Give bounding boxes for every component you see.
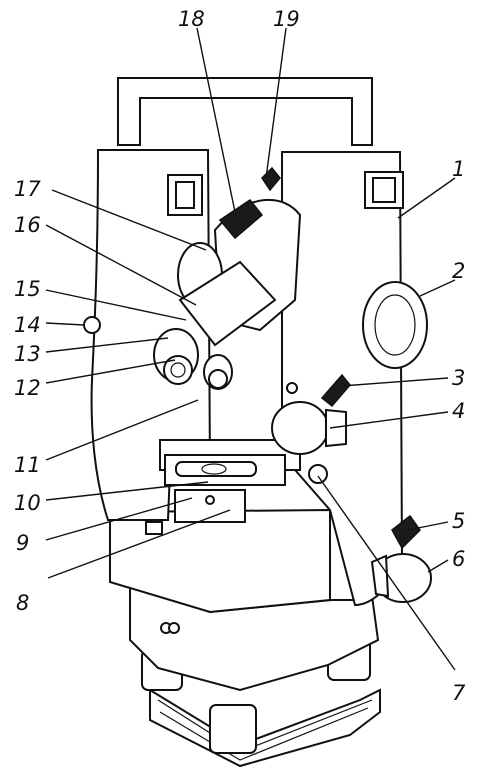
leader-19 bbox=[265, 27, 287, 179]
callout-labels: 18 19 1 2 3 4 5 6 7 8 9 10 11 12 13 14 1… bbox=[14, 7, 466, 705]
leader-12 bbox=[45, 359, 176, 384]
cross-frame bbox=[159, 439, 328, 523]
fixing-screw-14 bbox=[83, 316, 101, 334]
leader-18 bbox=[196, 27, 236, 213]
callout-15: 15 bbox=[14, 277, 41, 301]
leader-9 bbox=[45, 497, 193, 541]
callout-17: 17 bbox=[14, 177, 41, 201]
callout-2: 2 bbox=[452, 259, 465, 283]
callout-16: 16 bbox=[14, 213, 41, 237]
leader-6 bbox=[427, 559, 449, 573]
callout-5: 5 bbox=[452, 509, 465, 533]
clamp-knob-2 bbox=[362, 281, 428, 369]
leader-lines bbox=[45, 27, 456, 671]
leader-14 bbox=[45, 322, 85, 326]
telescope bbox=[177, 166, 302, 347]
tangent-screw-4 bbox=[271, 401, 347, 455]
reading-microscope-eyepiece bbox=[203, 354, 233, 390]
callout-7: 7 bbox=[452, 681, 466, 705]
leader-17 bbox=[51, 189, 207, 251]
tangent-screw-6 bbox=[370, 553, 432, 603]
leader-7 bbox=[317, 475, 456, 671]
callout-11: 11 bbox=[14, 453, 41, 477]
bubble-level bbox=[175, 461, 257, 477]
leader-3 bbox=[341, 377, 449, 387]
leader-4 bbox=[329, 411, 449, 429]
leader-10 bbox=[45, 481, 209, 501]
leader-1 bbox=[397, 177, 456, 219]
eyepiece bbox=[153, 328, 199, 385]
left-standard bbox=[83, 149, 212, 521]
carry-handle bbox=[117, 77, 373, 146]
screw-7 bbox=[308, 464, 328, 484]
callout-3: 3 bbox=[452, 366, 465, 390]
callout-6: 6 bbox=[452, 547, 465, 571]
callout-1: 1 bbox=[452, 157, 465, 181]
leveling-screw-front bbox=[209, 704, 257, 754]
callout-9: 9 bbox=[16, 531, 29, 555]
leader-11 bbox=[45, 399, 199, 461]
callout-4: 4 bbox=[452, 399, 465, 423]
base-housing bbox=[109, 507, 380, 692]
leader-2 bbox=[419, 279, 456, 297]
callout-18: 18 bbox=[178, 7, 205, 31]
callout-8: 8 bbox=[16, 591, 29, 615]
clamp-lever-5 bbox=[391, 514, 421, 550]
callout-13: 13 bbox=[14, 342, 41, 366]
leader-16 bbox=[45, 224, 197, 306]
leader-15 bbox=[45, 289, 187, 321]
leader-13 bbox=[45, 337, 169, 353]
callout-19: 19 bbox=[273, 7, 300, 31]
callout-12: 12 bbox=[14, 376, 41, 400]
leader-8 bbox=[47, 509, 231, 579]
leader-5 bbox=[407, 521, 449, 531]
callout-10: 10 bbox=[14, 491, 41, 515]
callout-14: 14 bbox=[14, 313, 41, 337]
